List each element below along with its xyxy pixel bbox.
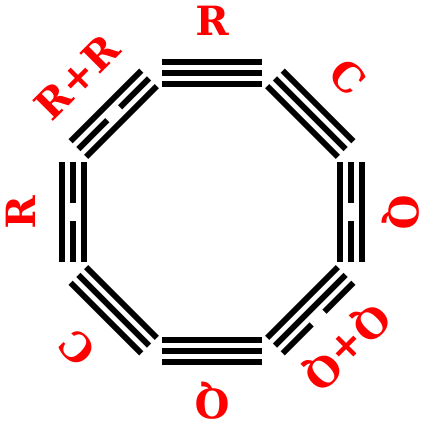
trigram-top-left [68,68,159,159]
trigram-bottom [162,337,262,365]
trigram-label-right: Q [379,195,425,230]
trigram-bottom-left-line-2 [76,272,152,348]
trigram-top-left-line-1 [84,84,159,159]
trigram-bottom-left-line-1 [84,265,159,340]
trigram-top-right-line-2 [272,76,348,152]
trigram-label-top: R [195,0,229,45]
trigram-label-bottom: Q [195,379,230,426]
trigram-left [59,162,87,262]
trigram-label-left: R [0,195,45,229]
trigram-top-left-line-2-seg-1 [76,117,110,152]
trigram-right [337,162,365,262]
trigram-bottom-right-line-3-seg-1 [322,280,356,314]
trigram-top [162,59,262,87]
trigram-label-top-right: C [319,49,375,105]
trigram-top-right-line-3 [280,68,356,144]
trigram-bottom-right-line-1 [265,265,340,340]
trigram-top-left-line-2-seg-2 [117,76,152,110]
trigram-top-right-line-1 [265,84,340,159]
trigram-label-top-left: R+R [25,25,129,129]
trigram-bottom-right-line-3-seg-2 [280,322,314,356]
trigram-top-left-line-3 [68,68,144,144]
trigram-bottom-left [68,265,159,356]
trigram-bottom-right-line-2 [272,272,348,348]
trigram-bottom-right [265,265,356,356]
trigram-bottom-left-line-3 [68,280,144,356]
trigram-label-bottom-left: C [49,319,105,375]
trigram-top-right [265,68,356,159]
